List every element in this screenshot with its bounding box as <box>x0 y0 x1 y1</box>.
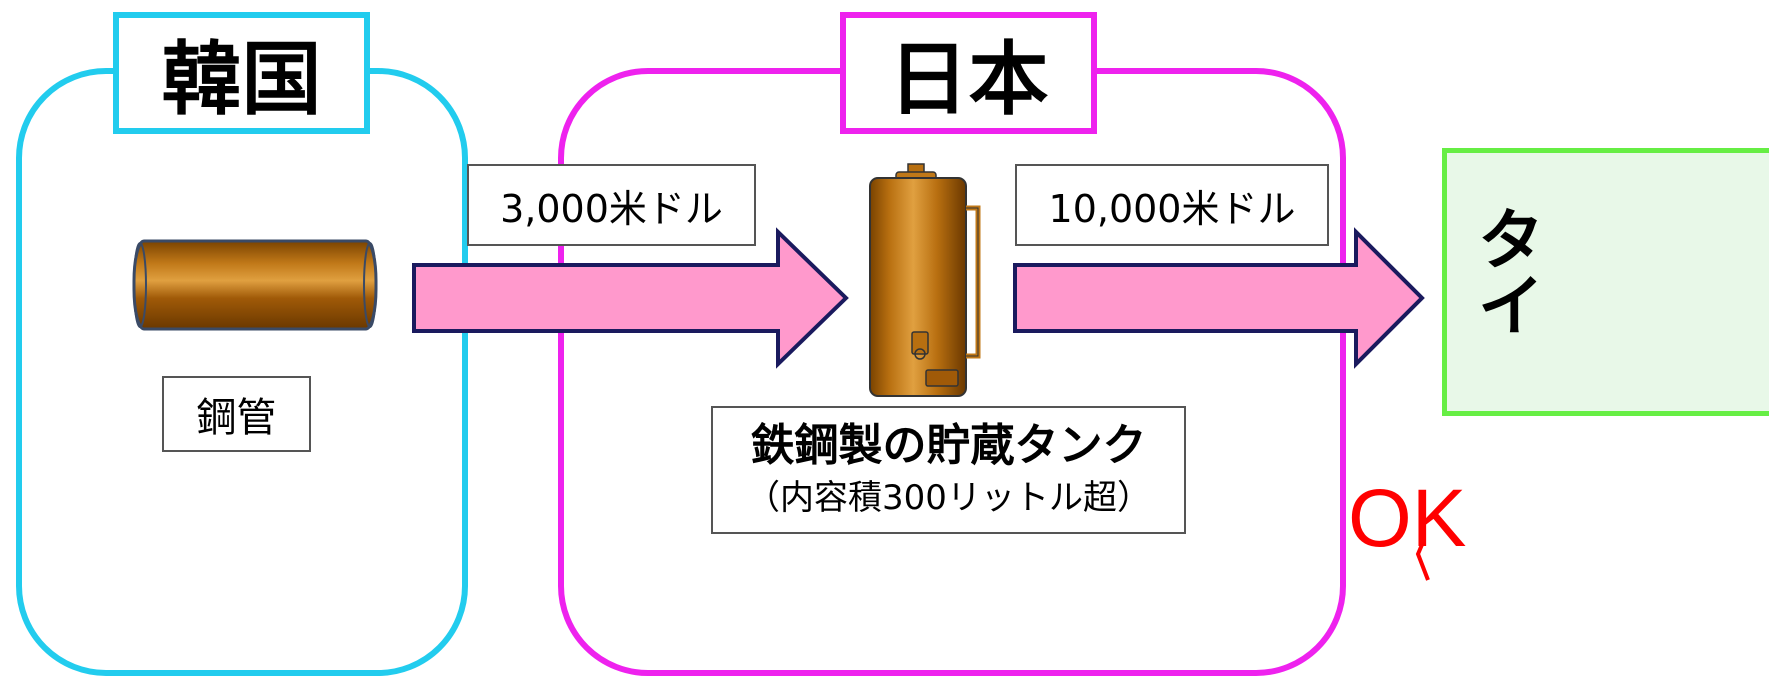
flow-arrow-korea-japan <box>412 227 849 369</box>
korea-title-box: 韓国 <box>113 12 370 134</box>
korea-region <box>16 68 468 676</box>
thailand-title: タ イ <box>1478 202 1544 345</box>
thailand-title-char-2: イ <box>1478 268 1544 345</box>
flow-arrow-japan-thailand <box>1013 227 1425 369</box>
korea-title: 韓国 <box>161 33 322 126</box>
verdict-ok: OK <box>1348 473 1467 564</box>
storage-tank-label-sub: （内容積300リットル超） <box>746 478 1151 518</box>
thailand-title-char-1: タ <box>1478 202 1544 279</box>
storage-tank-icon <box>869 163 981 397</box>
thailand-region <box>1442 148 1769 416</box>
japan-title: 日本 <box>888 33 1049 126</box>
flow-value-korea-japan: 3,000米ドル <box>467 164 756 246</box>
storage-tank-label-main: 鉄鋼製の貯蔵タンク <box>750 420 1147 471</box>
japan-title-box: 日本 <box>840 12 1097 134</box>
flow-value-japan-thailand-text: 10,000米ドル <box>1048 186 1296 231</box>
storage-tank-label: 鉄鋼製の貯蔵タンク （内容積300リットル超） <box>711 406 1186 534</box>
verdict-check-mark <box>1415 539 1430 581</box>
steel-pipe-label-text: 鋼管 <box>196 395 277 441</box>
steel-pipe-icon <box>132 239 378 331</box>
flow-value-korea-japan-text: 3,000米ドル <box>500 186 723 231</box>
flow-value-japan-thailand: 10,000米ドル <box>1015 164 1329 246</box>
steel-pipe-label: 鋼管 <box>162 376 311 452</box>
